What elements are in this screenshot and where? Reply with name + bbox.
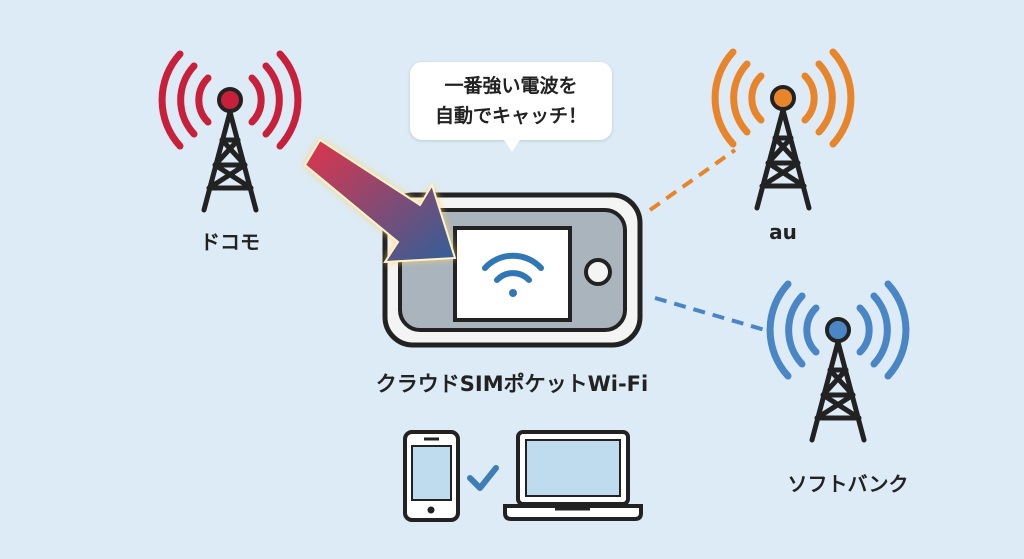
laptop-icon	[503, 430, 643, 521]
checkmark-icon	[467, 465, 499, 491]
callout-bubble: 一番強い電波を 自動でキャッチ！	[410, 62, 612, 152]
pocket-wifi-device-icon	[382, 192, 643, 348]
selection-arrow-icon	[303, 138, 457, 264]
au-tower-icon	[715, 52, 851, 208]
softbank-tower-icon	[770, 284, 906, 440]
softbank-label: ソフトバンク	[787, 472, 909, 496]
wifi-icon	[482, 252, 544, 297]
docomo-tower-icon	[162, 54, 298, 210]
device-label: クラウドSIMポケットWi-Fi	[375, 372, 649, 396]
callout-line-2: 自動でキャッチ！	[434, 105, 587, 127]
softbank-connection-line	[654, 296, 766, 332]
docomo-label: ドコモ	[200, 230, 260, 254]
smartphone-icon	[403, 430, 460, 522]
au-connection-line	[648, 148, 737, 212]
device-button	[584, 258, 612, 286]
au-label: au	[769, 220, 797, 244]
callout-line-1: 一番強い電波を	[444, 75, 578, 97]
